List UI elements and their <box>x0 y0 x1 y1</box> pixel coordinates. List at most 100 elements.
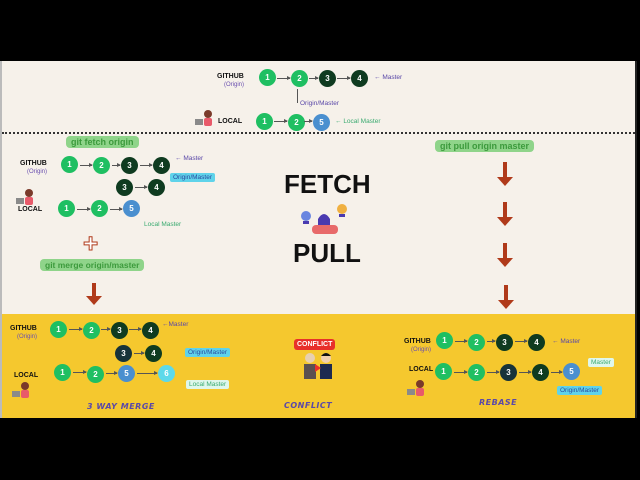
master-text: Master <box>382 74 403 81</box>
commit-node: 3 <box>496 334 513 351</box>
three-way-merge-caption: 3 WAY MERGE <box>87 402 155 411</box>
git-fetch-command: git fetch origin <box>66 136 139 148</box>
plus-icon: + <box>82 228 99 258</box>
commit-node: 4 <box>145 345 162 362</box>
commit-node: 1 <box>259 69 276 86</box>
commit-node: 3 <box>111 322 128 339</box>
commit-node: 2 <box>468 334 485 351</box>
commit-node: 5 <box>123 200 140 217</box>
master-pointer-label: ←Master <box>162 321 189 328</box>
commit-node: 2 <box>91 200 108 217</box>
commit-node: 4 <box>532 364 549 381</box>
person-laptop-icon <box>12 381 32 404</box>
arrow <box>455 339 468 343</box>
down-arrow-icon <box>86 283 102 305</box>
fetch-origin-label: (Origin) <box>27 169 48 175</box>
commit-node: 2 <box>83 322 100 339</box>
merge-github-label: GITHUB <box>10 325 37 332</box>
idea-person-icon <box>298 201 350 242</box>
commit-node: 5 <box>118 365 135 382</box>
commit-node: 1 <box>61 156 78 173</box>
merge-origin-label: (Origin) <box>17 334 38 340</box>
down-arrow-icon <box>497 162 513 186</box>
commit-node: 1 <box>50 321 67 338</box>
commit-node: 2 <box>288 114 305 131</box>
commit-node: 1 <box>436 332 453 349</box>
arrow <box>106 371 118 375</box>
arrow <box>304 119 313 123</box>
merge-commit-node: 6 <box>158 365 175 382</box>
arrow <box>277 76 291 80</box>
master-text: Master <box>560 338 581 345</box>
commit-node: 3 <box>319 70 336 87</box>
local-master-label: ← Local Master <box>335 118 381 125</box>
arrow <box>454 370 468 374</box>
origin-master-tag: Origin/Master <box>170 173 216 182</box>
git-merge-command: git merge origin/master <box>40 259 145 271</box>
pointer-line <box>297 89 298 103</box>
master-text: Master <box>168 321 189 328</box>
top-local-label: LOCAL <box>218 118 243 125</box>
arrow <box>134 351 145 355</box>
commit-node: 4 <box>351 70 368 87</box>
top-github-label: GITHUB <box>217 73 244 80</box>
commit-node: 1 <box>54 364 71 381</box>
rebase-github-label: GITHUB <box>404 338 431 345</box>
rebase-local-label: LOCAL <box>409 366 434 373</box>
arrow <box>69 327 83 331</box>
arrow <box>112 163 121 167</box>
arrow <box>309 76 319 80</box>
fetch-title: FETCH <box>284 169 371 199</box>
master-text: Master <box>183 155 204 162</box>
top-origin-label: (Origin) <box>224 82 245 88</box>
arrow <box>77 207 91 211</box>
commit-node: 4 <box>142 322 159 339</box>
dotted-divider <box>2 132 635 134</box>
origin-master-tag: Origin/Master <box>557 386 603 395</box>
rebase-caption: REBASE <box>479 398 518 407</box>
person-laptop-icon <box>195 109 215 132</box>
person-laptop-icon <box>407 379 427 402</box>
arrow <box>73 370 87 374</box>
origin-master-label: Origin/Master <box>300 100 340 107</box>
arrow <box>140 163 153 167</box>
arrow <box>487 339 496 343</box>
conflict-people-icon <box>301 352 335 387</box>
commit-node: 2 <box>87 366 104 383</box>
merge-local-label: LOCAL <box>14 372 39 379</box>
master-pointer-label: ← Master <box>374 74 403 81</box>
pull-title: PULL <box>293 238 361 268</box>
arrow <box>487 370 500 374</box>
arrow <box>337 76 351 80</box>
commit-node: 5 <box>313 114 330 131</box>
commit-node: 5 <box>563 363 580 380</box>
local-master-tag: Local Master <box>186 380 230 389</box>
master-pointer-label: ← Master <box>552 338 581 345</box>
arrow <box>274 119 288 123</box>
git-pull-command: git pull origin master <box>435 140 535 152</box>
commit-node: 3 <box>116 179 133 196</box>
commit-node: 4 <box>148 179 165 196</box>
local-master-label: Local Master <box>144 221 182 228</box>
arrow <box>137 371 158 375</box>
commit-node: 3 <box>115 345 132 362</box>
down-arrow-icon <box>497 202 513 226</box>
local-master-text: Local Master <box>343 118 381 125</box>
commit-node: 3 <box>500 364 517 381</box>
commit-node: 4 <box>153 157 170 174</box>
arrow <box>519 370 532 374</box>
arrow <box>80 163 93 167</box>
commit-node: 1 <box>256 113 273 130</box>
arrow <box>110 207 123 211</box>
arrow <box>129 327 142 331</box>
rebase-origin-label: (Origin) <box>411 347 432 353</box>
fetch-local-label: LOCAL <box>18 206 43 213</box>
commit-node: 4 <box>528 334 545 351</box>
arrow <box>135 185 148 189</box>
commit-node: 2 <box>93 157 110 174</box>
down-arrow-icon <box>497 243 513 267</box>
commit-node: 1 <box>435 363 452 380</box>
person-laptop-icon <box>16 188 36 211</box>
arrow <box>515 339 528 343</box>
commit-node: 3 <box>121 157 138 174</box>
